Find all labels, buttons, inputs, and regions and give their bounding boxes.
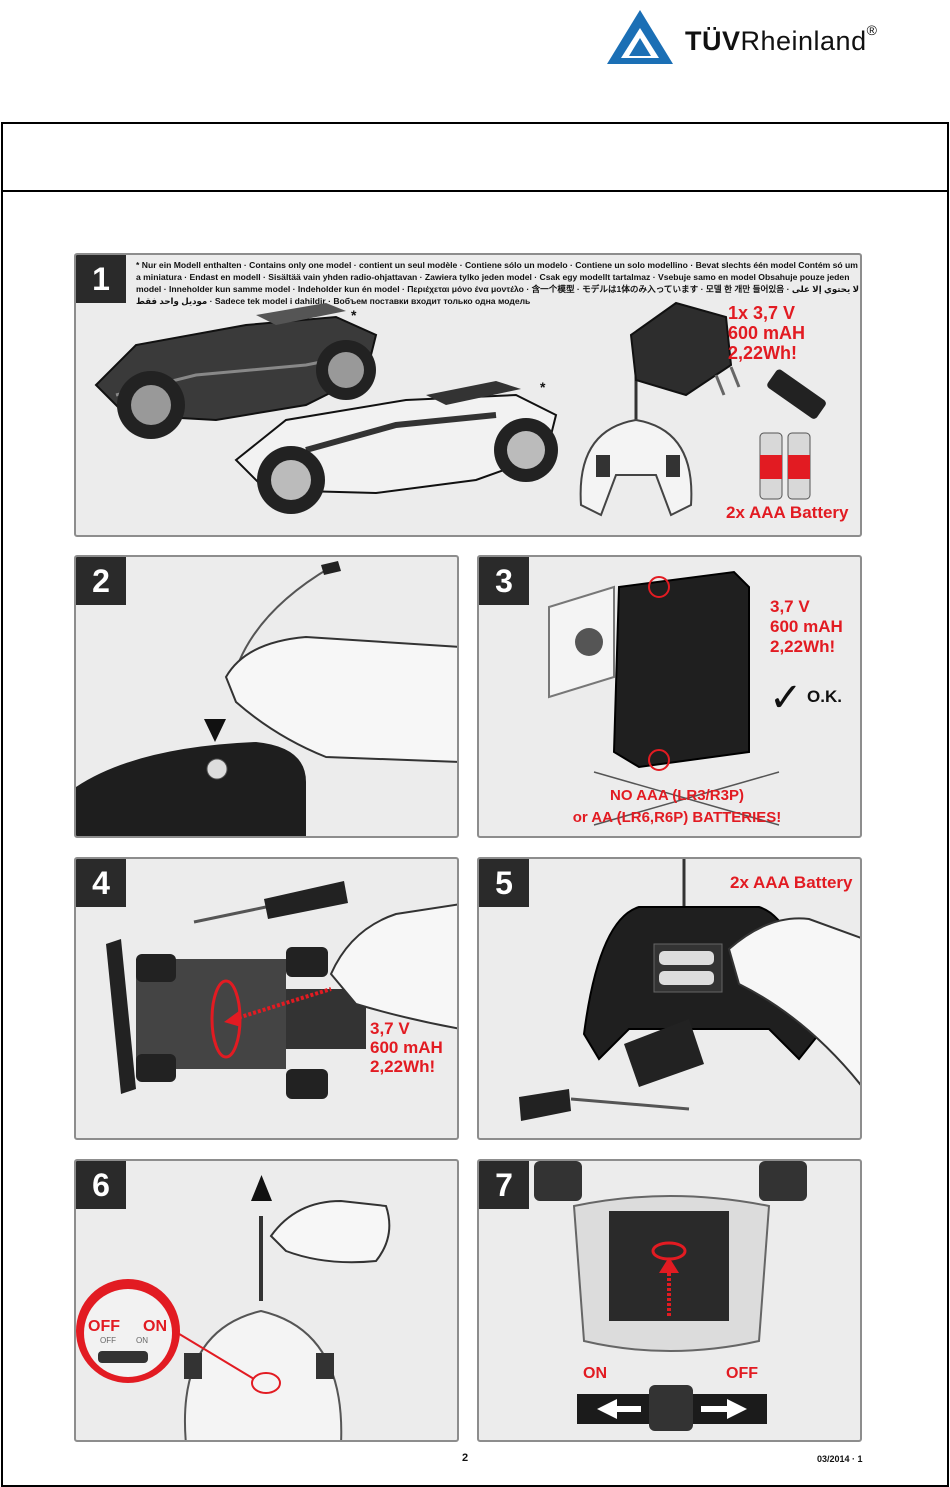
hand-icon	[329, 903, 457, 1030]
tuv-rheinland-logo: TÜVRheinland®	[607, 8, 927, 70]
on-label: ON	[583, 1365, 607, 1382]
battery-icon	[767, 369, 826, 419]
step-5-illustration	[519, 859, 860, 1121]
charger-spec: 3,7 V 600 mAH 2,22Wh!	[770, 597, 843, 656]
step-6-panel: 6 OFF ON OFF ON	[74, 1159, 459, 1442]
step-4-panel: 4 3,7 V 600 mAH 2,22Wh!	[74, 857, 459, 1140]
frame-header-row	[3, 124, 947, 192]
step-4-illustration	[106, 881, 457, 1099]
step-number: 2	[76, 557, 126, 605]
step-number: 1	[76, 255, 126, 303]
battery-spec: 3,7 V 600 mAH 2,22Wh!	[370, 1019, 443, 1076]
tuv-triangle-icon	[607, 10, 673, 64]
switch-off-small: OFF	[100, 1336, 116, 1345]
step-number: 5	[479, 859, 529, 907]
charger-battery-icon	[612, 570, 750, 769]
step-number: 4	[76, 859, 126, 907]
battery-icon	[759, 432, 811, 500]
battery-cover-icon	[624, 1019, 704, 1087]
step-6-illustration	[76, 1175, 391, 1440]
rc-car-chassis-icon	[106, 939, 366, 1099]
hand-icon	[269, 1199, 391, 1264]
arrow-left-icon	[597, 1399, 617, 1419]
page-number: 2	[462, 1452, 469, 1464]
switch-on-small: ON	[136, 1336, 148, 1345]
rc-car-icon	[234, 381, 558, 514]
car-body-icon	[76, 742, 306, 836]
battery-label: 2x AAA Battery	[726, 503, 849, 522]
screwdriver-icon	[519, 1089, 690, 1121]
switch-off-label: OFF	[88, 1318, 120, 1335]
strike-line	[593, 771, 780, 826]
off-label: OFF	[726, 1365, 758, 1382]
step-number: 7	[479, 1161, 529, 1209]
step-7-panel: 7 ON OFF	[477, 1159, 862, 1442]
hand-icon	[727, 917, 860, 1086]
step-1-panel: 1 * Nur ein Modell enthalten · Contains …	[74, 253, 862, 537]
hand-icon	[224, 635, 457, 763]
asterisk: *	[351, 307, 357, 323]
step-3-illustration	[548, 570, 780, 826]
battery-label: 2x AAA Battery	[730, 873, 853, 892]
document-code: 03/2014 · 1	[817, 1454, 863, 1464]
document-frame	[1, 122, 949, 1487]
remote-control-icon	[184, 1309, 343, 1440]
battery-warning: NO AAA (LR3/R3P) or AA (LR6,R6P) BATTERI…	[572, 787, 782, 826]
switch-on-label: ON	[143, 1318, 167, 1335]
logo-text: TÜVRheinland®	[685, 22, 878, 56]
model-note: * Nur ein Modell enthalten · Contains on…	[136, 260, 860, 306]
step-5-panel: 5 2x AAA Battery	[477, 857, 862, 1140]
arrow-down-icon	[204, 719, 226, 742]
arrow-up-icon	[659, 1257, 679, 1273]
arrow-right-icon	[727, 1399, 747, 1419]
step-2-panel: 2	[74, 555, 459, 838]
step-number: 3	[479, 557, 529, 605]
step-3-panel: 3 3,7 V 600 mAH 2,22Wh! ✓ O.K. NO AAA (L…	[477, 555, 862, 838]
remote-control-icon	[579, 365, 693, 517]
arrow-up-icon	[251, 1175, 272, 1201]
charger-icon	[629, 301, 741, 397]
screwdriver-icon	[193, 881, 348, 924]
ok-label: O.K.	[807, 687, 842, 706]
step-number: 6	[76, 1161, 126, 1209]
check-icon: ✓	[769, 676, 803, 720]
step-7-illustration	[534, 1161, 807, 1431]
step-2-illustration	[76, 561, 457, 836]
rc-car-icon	[94, 303, 378, 439]
charger-spec: 1x 3,7 V 600 mAH 2,22Wh!	[728, 303, 806, 363]
asterisk: *	[540, 379, 546, 395]
step-1-illustration	[94, 301, 826, 517]
